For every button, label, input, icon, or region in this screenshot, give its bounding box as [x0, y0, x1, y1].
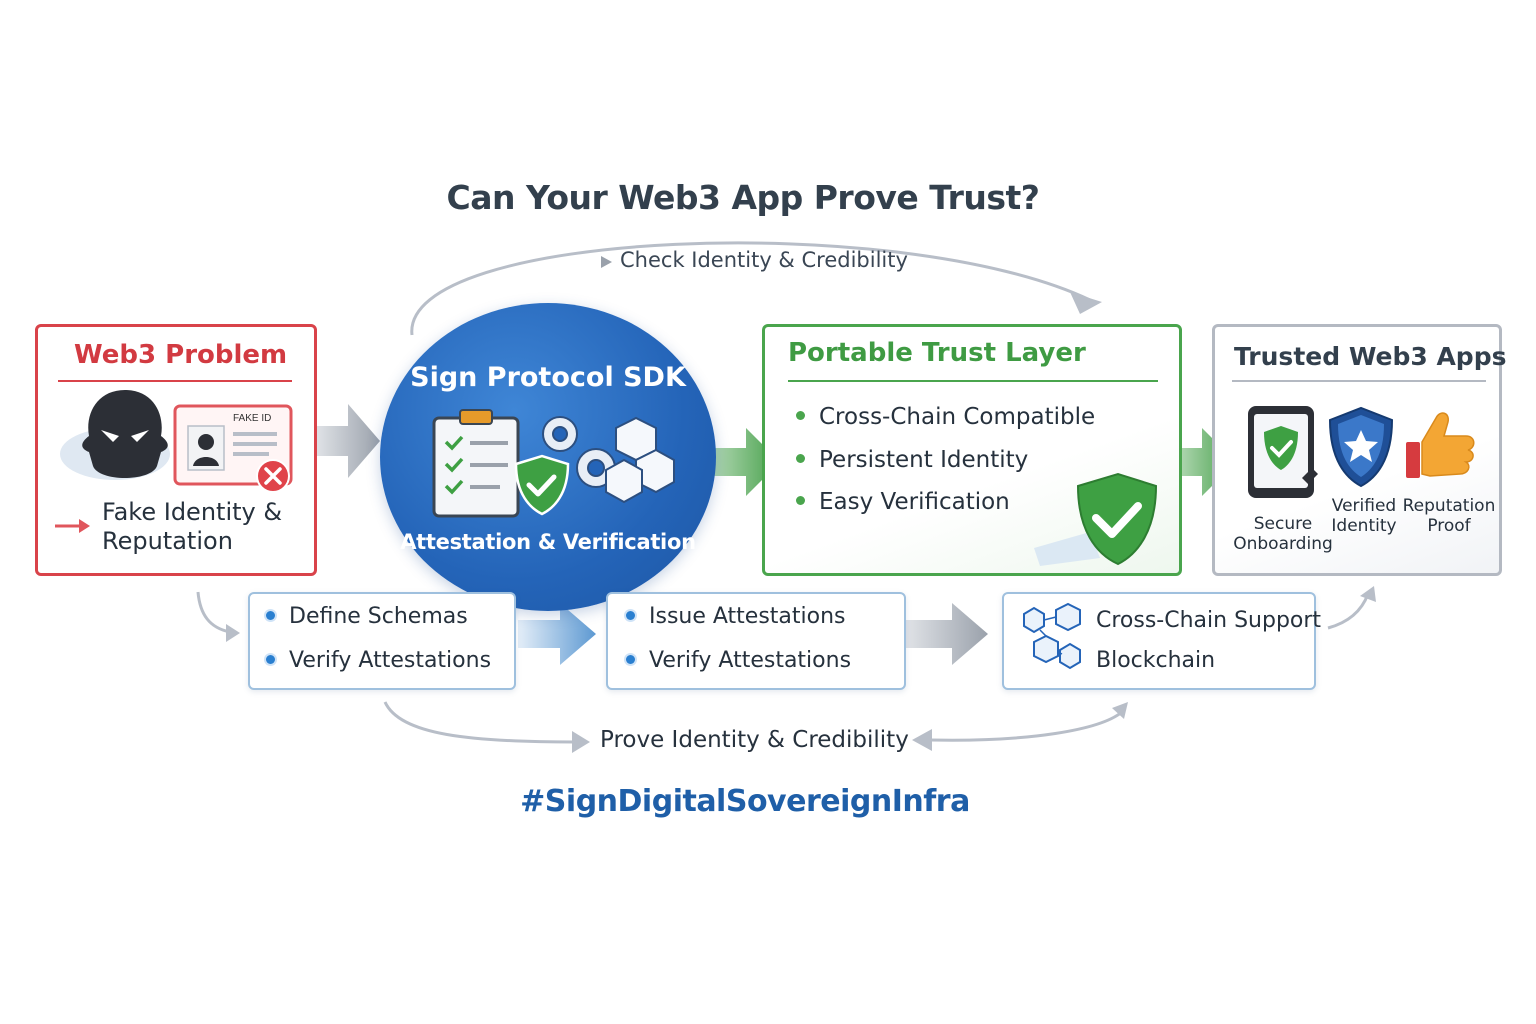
- app-label-verified-identity: Verified Identity: [1331, 496, 1397, 536]
- red-pointer-arrow-icon: [55, 519, 90, 533]
- bullet-dot: [266, 610, 275, 620]
- step-box-define-schemas: [248, 592, 516, 690]
- sdk-title: Sign Protocol SDK: [410, 362, 686, 393]
- sdk-subtitle: Attestation & Verification: [400, 530, 696, 554]
- step-cross-chain-line2: Blockchain: [1096, 648, 1216, 673]
- bullet-dot: [796, 454, 805, 463]
- problem-label: Fake Identity & Reputation: [102, 498, 282, 556]
- bottom-arc-label: Prove Identity & Credibility: [600, 727, 909, 753]
- hacker-fake-id-illustration: FAKE ID: [60, 390, 293, 493]
- blockchain-blocks-icon: [1023, 602, 1081, 670]
- trust-bullet: Easy Verification: [796, 489, 1010, 515]
- trusted-apps-title-rule: [1232, 380, 1486, 382]
- step-line: Issue Attestations: [626, 604, 846, 629]
- curve-steps-arrowhead: [1360, 586, 1376, 602]
- step-cross-chain-line1: Cross-Chain Support: [1096, 608, 1322, 633]
- step-box-cross-chain: [1002, 592, 1316, 690]
- reject-x-icon: [256, 459, 290, 493]
- bullet-dot: [796, 496, 805, 505]
- apps-icons: [1248, 406, 1475, 498]
- page-title: Can Your Web3 App Prove Trust?: [446, 178, 1040, 217]
- bullet-dot: [796, 411, 805, 420]
- hacker-icon: [82, 390, 168, 478]
- bullet-dot: [266, 654, 275, 664]
- blockchain-cubes-icon: [605, 416, 675, 504]
- curve-steps-to-apps: [1327, 593, 1370, 630]
- thumbs-up-icon: [1406, 412, 1475, 478]
- fake-id-text: FAKE ID: [233, 413, 271, 424]
- trust-bullet: Persistent Identity: [796, 447, 1028, 473]
- verified-star-shield-icon: [1328, 406, 1394, 488]
- bullet-dot: [626, 654, 635, 664]
- trust-bullet: Cross-Chain Compatible: [796, 404, 1095, 430]
- app-label-secure-onboarding: Secure Onboarding: [1233, 514, 1333, 554]
- top-arc-small-pointer: [601, 256, 612, 268]
- trusted-apps-title: Trusted Web3 Apps: [1234, 342, 1507, 371]
- bottom-arc-right: [929, 710, 1123, 742]
- top-arc: [410, 241, 1091, 336]
- curve-problem-to-steps: [196, 591, 231, 634]
- problem-label-line1: Fake Identity &: [102, 498, 283, 526]
- step-line: Verify Attestations: [626, 648, 851, 673]
- large-shield-check-icon: [1034, 472, 1158, 566]
- step-line: Define Schemas: [266, 604, 468, 629]
- arrow-step1-to-step2: [518, 603, 596, 665]
- bottom-arc-right-tail-arrowhead: [912, 729, 932, 751]
- clipboard-checklist-icon: [432, 409, 520, 518]
- phone-shield-icon: [1248, 406, 1318, 498]
- top-arc-label: Check Identity & Credibility: [620, 248, 908, 272]
- app-label-reputation-proof: Reputation Proof: [1402, 496, 1496, 536]
- bullet-dot: [626, 610, 635, 620]
- arrow-sdk-to-trust: [680, 428, 780, 496]
- curve-problem-arrowhead: [226, 624, 240, 642]
- trust-layer-title-rule: [788, 380, 1158, 382]
- step-box-issue-attestations: [606, 592, 906, 690]
- top-arc-arrowhead: [1070, 292, 1102, 314]
- trust-layer-title: Portable Trust Layer: [788, 338, 1086, 368]
- bottom-arc-left-arrowhead: [572, 731, 590, 753]
- sdk-illustration: [432, 409, 675, 518]
- bottom-arc-right-arrowhead: [1112, 702, 1128, 719]
- step-line: Verify Attestations: [266, 648, 491, 673]
- arrow-step2-to-step3: [890, 603, 988, 665]
- bottom-arc-left: [383, 701, 576, 744]
- green-shield-check-icon: [514, 454, 570, 516]
- problem-label-line2: Reputation: [102, 527, 233, 555]
- problem-title-rule: [58, 380, 292, 382]
- arrow-problem-to-sdk: [303, 404, 380, 478]
- hashtag: #SignDigitalSovereignInfra: [520, 784, 970, 819]
- problem-title: Web3 Problem: [74, 340, 288, 370]
